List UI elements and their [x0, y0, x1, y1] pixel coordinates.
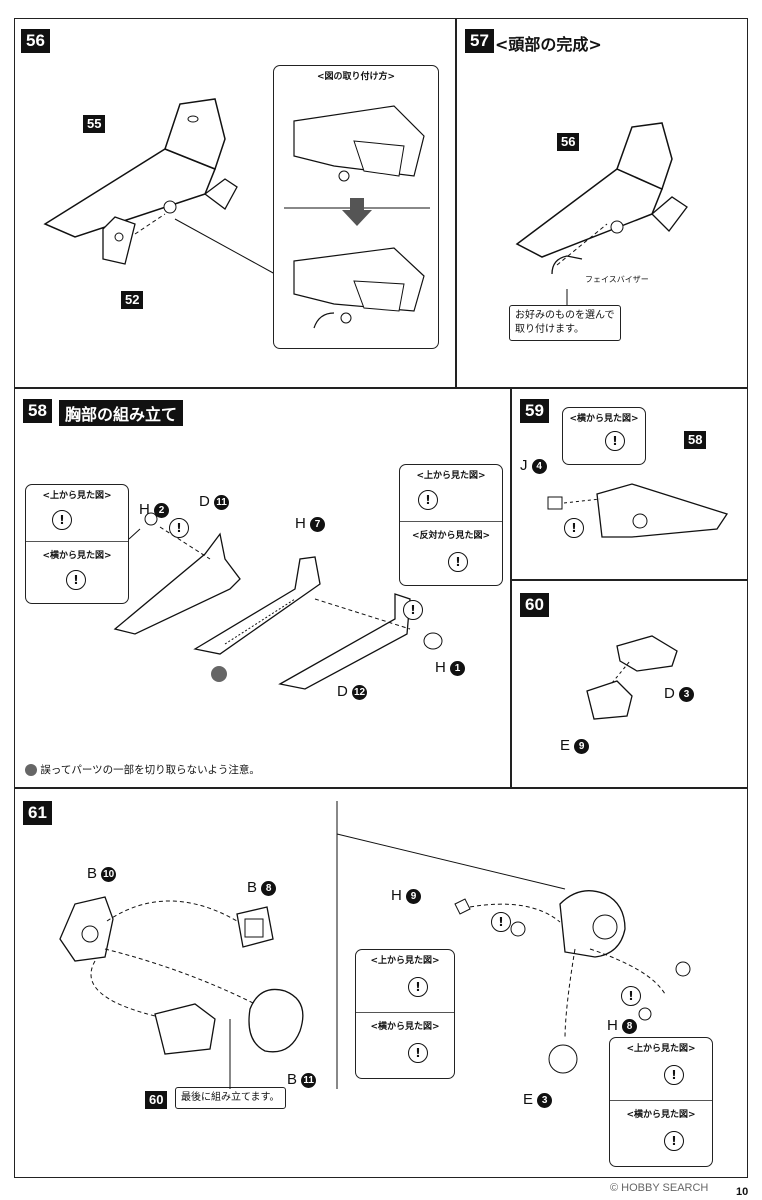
exclamation-icon: ! [664, 1130, 684, 1151]
exclamation-icon: ! [564, 517, 584, 538]
completed-head-drawing [515, 122, 688, 309]
step-number: 58 [23, 399, 52, 423]
exclamation-icon: ! [448, 551, 468, 572]
caution-icon [25, 764, 37, 776]
selection-note: お好みのものを選んで 取り付けます。 [509, 305, 621, 341]
step-number: 57 [465, 29, 494, 53]
exclamation-icon: ! [408, 976, 428, 997]
exclamation-icon: ! [664, 1064, 684, 1085]
chest-parts-drawing [113, 512, 443, 690]
step-58-panel: 58 胸部の組み立て <上から見た図> ! <横から見た図> ! H 2 D 1… [14, 388, 511, 788]
part-label-b11: B 11 [287, 1071, 317, 1088]
part-label-j4: J 4 [520, 457, 547, 474]
callout-title: <上から見た図> [626, 1044, 696, 1054]
step-61-panel: 61 B 10 B 8 B 11 60 最後に組み立てます。 H 9 H 8 E… [14, 788, 748, 1178]
part-label-d12: D 12 [337, 683, 368, 700]
part-badge: 52 [121, 291, 144, 309]
step-59-panel: 59 <横から見た図> ! J 4 58 ! [511, 388, 748, 580]
exclamation-icon: ! [403, 599, 423, 620]
part-label-h9: H 9 [391, 887, 422, 904]
callout-title: <横から見た図> [626, 1110, 696, 1120]
part-label-d11: D 11 [199, 493, 230, 510]
part-label-h2: H 2 [139, 501, 170, 518]
part-label-e3: E 3 [523, 1091, 553, 1108]
exclamation-icon: ! [491, 911, 511, 932]
callout-title: <反対から見た図> [411, 531, 491, 541]
page-number: 10 [736, 1186, 749, 1198]
arrow-down-icon [342, 198, 372, 226]
caution-icon [211, 666, 227, 682]
callout-title: <横から見た図> [370, 1022, 440, 1032]
exclamation-icon: ! [169, 517, 189, 538]
step-number: 59 [520, 399, 549, 423]
step-number: 60 [520, 593, 549, 617]
callout-title: <横から見た図> [42, 551, 112, 561]
part-label-b8: B 8 [247, 879, 277, 896]
callout-title: <横から見た図> [569, 414, 639, 424]
step-number: 56 [21, 29, 50, 53]
exclamation-icon: ! [418, 489, 438, 510]
step-title: <頭部の完成> [495, 35, 602, 54]
right-view-callout: <上から見た図> ! <反対から見た図> ! [399, 464, 503, 586]
exclamation-icon: ! [605, 430, 625, 451]
callout-title: <上から見た図> [416, 471, 486, 481]
part-badge: 56 [557, 133, 580, 151]
part-label-e9: E 9 [560, 737, 590, 754]
part-label-h7: H 7 [295, 515, 326, 532]
part-label-h1: H 1 [435, 659, 466, 676]
part-badge: 55 [83, 115, 106, 133]
chest-assembly-drawing [547, 483, 729, 538]
callout-title: <上から見た図> [370, 956, 440, 966]
note-line: お好みのものを選んで [515, 310, 615, 321]
part-label-h8: H 8 [607, 1017, 638, 1034]
h9-view-callout: <上から見た図> ! <横から見た図> ! [355, 949, 455, 1079]
mounting-callout: <図の取り付け方> [273, 65, 439, 349]
part-badge: 60 [145, 1091, 168, 1109]
step-57-panel: 57 <頭部の完成> 56 フェイスバイザー お好みのものを選んで 取り付けます… [456, 18, 748, 388]
head-part-drawing [43, 98, 276, 275]
part-label-b10: B 10 [87, 865, 117, 882]
watermark: © HOBBY SEARCH [610, 1182, 709, 1194]
mounting-diagram [284, 105, 430, 329]
step-60-panel: 60 D 3 E 9 [511, 580, 748, 788]
face-visor-label: フェイスバイザー [585, 275, 649, 284]
caution-note: 誤ってパーツの一部を切り取らないよう注意。 [25, 762, 260, 777]
exclamation-icon: ! [621, 985, 641, 1006]
part-badge: 58 [684, 431, 707, 449]
step-56-panel: 56 55 52 <図の取り付け方> [14, 18, 456, 388]
callout-title: <図の取り付け方> [316, 72, 396, 82]
step-title: 胸部の組み立て [59, 400, 184, 426]
note-line: 取り付けます。 [515, 324, 584, 335]
exclamation-icon: ! [52, 509, 72, 530]
left-view-callout: <上から見た図> ! <横から見た図> ! [25, 484, 129, 604]
assembly-left-drawing [59, 801, 691, 1089]
step-number: 61 [23, 801, 52, 825]
callout-title: <上から見た図> [42, 491, 112, 501]
exclamation-icon: ! [66, 569, 86, 590]
exclamation-icon: ! [408, 1042, 428, 1063]
part-label-d3: D 3 [664, 685, 695, 702]
side-view-callout: <横から見た図> ! [562, 407, 646, 465]
part-drawing [586, 635, 678, 720]
h8-view-callout: <上から見た図> ! <横から見た図> ! [609, 1037, 713, 1167]
